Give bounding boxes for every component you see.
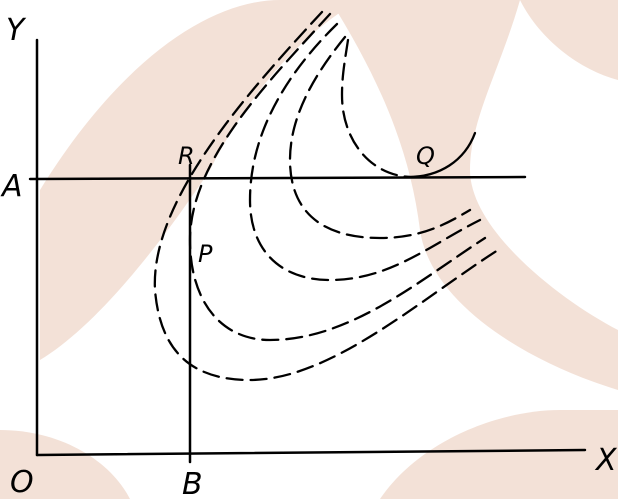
curve-4 xyxy=(288,35,472,240)
indifference-curves xyxy=(153,10,500,382)
label-b: B xyxy=(182,467,203,499)
labels: Y X O A B R P Q xyxy=(0,13,618,499)
watermark-bottom-left xyxy=(0,430,130,499)
curve-3 xyxy=(248,22,482,282)
horizontal-line-through-a xyxy=(28,175,527,181)
label-r: R xyxy=(178,142,195,170)
label-a: A xyxy=(0,169,23,204)
label-y: Y xyxy=(6,13,27,48)
watermark-band-left xyxy=(40,0,360,360)
label-o: O xyxy=(10,465,34,499)
curve-q-solid xyxy=(403,131,477,179)
label-x: X xyxy=(594,443,618,478)
watermark-band-right xyxy=(330,0,618,390)
label-q: Q xyxy=(416,142,435,170)
curve-1 xyxy=(153,10,500,382)
axes xyxy=(28,38,587,464)
curve-2 xyxy=(188,12,487,342)
watermark-bottom-right xyxy=(380,410,618,499)
x-axis-line xyxy=(35,448,587,457)
watermark-top-right xyxy=(520,0,618,80)
label-p: P xyxy=(198,240,213,268)
curve-5 xyxy=(340,38,412,179)
